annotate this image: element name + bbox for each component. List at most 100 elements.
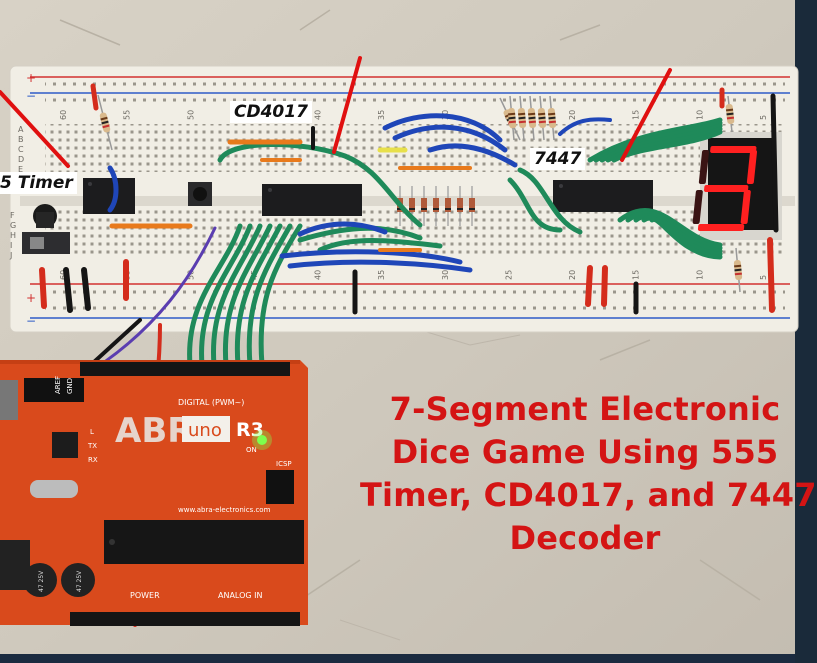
board-tx: TX (87, 442, 97, 450)
jumper-wire (558, 117, 612, 136)
segment-f (698, 150, 710, 184)
jumper-wire (585, 265, 593, 307)
row-letter: H (10, 231, 16, 240)
resistor (97, 94, 113, 151)
column-number: 35 (377, 270, 386, 280)
column-number: 10 (695, 110, 704, 120)
jumper-wire (39, 267, 47, 309)
diode (457, 186, 463, 226)
resistor (547, 95, 557, 141)
title-line-4: Decoder (509, 519, 661, 557)
column-number: 60 (59, 110, 68, 120)
board-gnd: GND (66, 378, 74, 394)
board-analog-header: ANALOG IN (218, 591, 263, 600)
ic-7447-label: 7447 (530, 148, 586, 170)
ic-7447 (553, 180, 653, 212)
board-revision: R3 (236, 419, 264, 441)
jumper-wire (633, 213, 723, 254)
column-number: 50 (186, 110, 195, 120)
column-number: 30 (441, 270, 450, 280)
jumper-wire (649, 217, 723, 260)
jumper-wire (517, 167, 583, 235)
jumper-wire (107, 165, 119, 213)
capacitor-2-label: 47 25V (76, 570, 83, 592)
jumper-wire (601, 265, 608, 307)
jumper-wire (234, 223, 283, 368)
row-letter: G (10, 221, 16, 230)
jumper-wire (81, 267, 91, 311)
board-aref: AREF (54, 376, 62, 394)
column-number: 20 (568, 110, 577, 120)
row-letter: B (18, 135, 24, 144)
column-number: 20 (568, 270, 577, 280)
row-letter: E (18, 165, 23, 174)
row-letter: J (9, 251, 12, 260)
title-line-2: Dice Game Using 555 (391, 433, 779, 471)
board-led-on: ON (246, 446, 257, 454)
resistor (517, 95, 527, 141)
row-letter: A (18, 125, 24, 134)
annotation-arrows (0, 56, 672, 168)
column-number: 40 (314, 110, 323, 120)
jumper-wire (199, 223, 253, 368)
jumper-wire (599, 123, 723, 163)
board-model: uno (188, 420, 222, 441)
jumper-wire (258, 223, 303, 368)
jumper-wire (287, 259, 473, 273)
column-number: 50 (186, 270, 195, 280)
rail-plus-top: + (26, 71, 36, 85)
diode (433, 186, 439, 226)
column-number: 35 (377, 110, 386, 120)
jumper-wire (593, 120, 723, 163)
column-number: 40 (314, 270, 323, 280)
jumper-wire (507, 177, 563, 233)
seven-segment-display (692, 132, 782, 240)
resistor (733, 247, 743, 293)
rail-minus-top: − (26, 89, 36, 103)
board-website: www.abra-electronics.com (178, 506, 271, 514)
board-digital-header: DIGITAL (PWM~) (178, 398, 244, 407)
jumper-wire (382, 113, 503, 143)
jumper-wire (605, 126, 723, 163)
column-number: 55 (123, 110, 132, 120)
resistor (725, 95, 735, 133)
arduino-board: ABRA uno R3 DIGITAL (PWM~) www.abra-elec… (0, 360, 308, 626)
cd4017-label: CD4017 (230, 101, 312, 123)
jumper-wire (297, 225, 423, 243)
jumper-wire (222, 223, 273, 368)
segment-c (740, 190, 751, 224)
column-number: 15 (632, 270, 641, 280)
segment-digit-3 (692, 146, 758, 231)
ic-cd4017 (262, 184, 362, 216)
diode (445, 186, 451, 226)
segment-d (697, 224, 745, 231)
segment-e (692, 190, 703, 224)
row-letter: C (18, 145, 24, 154)
board-icsp: ICSP (276, 460, 292, 468)
row-letter: I (10, 241, 12, 250)
jumper-wire (587, 117, 723, 163)
segment-b (746, 150, 758, 184)
board-rx: RX (88, 456, 98, 464)
jumper-wire (217, 142, 423, 228)
electrolytic-capacitor (33, 204, 57, 228)
jumper-wire (297, 221, 388, 237)
frame-border (0, 654, 795, 663)
rail-plus-bottom: + (26, 291, 36, 305)
resistors (97, 94, 743, 293)
board-power-header: POWER (130, 591, 160, 600)
column-number: 10 (695, 270, 704, 280)
jumper-wire (210, 223, 263, 368)
jumper-wire (92, 318, 142, 364)
jumper-wire (770, 93, 779, 233)
jumper-wire (187, 223, 243, 368)
column-number: 25 (504, 270, 513, 280)
jumper-wire (392, 124, 508, 153)
row-letter: F (10, 211, 15, 220)
diode (421, 186, 427, 226)
article-title-overlay: 7-Segment Electronic Dice Game Using 555… (360, 388, 817, 560)
segment-a (710, 146, 757, 153)
jumper-wire (90, 83, 99, 111)
